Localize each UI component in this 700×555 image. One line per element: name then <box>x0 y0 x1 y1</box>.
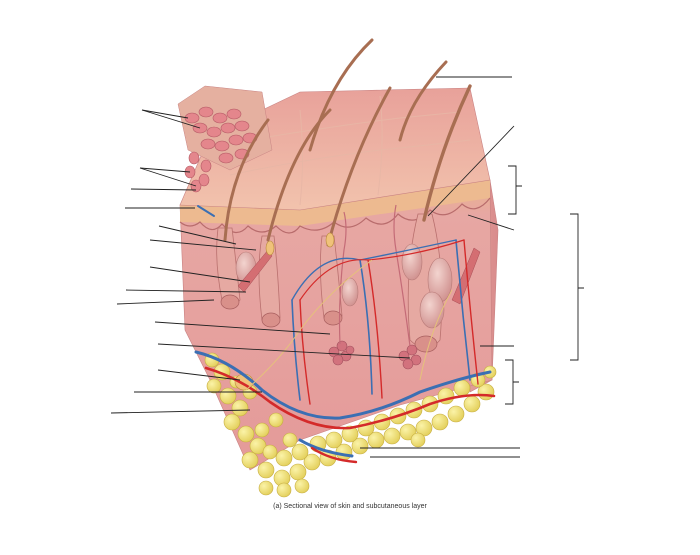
figure-caption: (a) Sectional view of skin and subcutane… <box>273 503 427 510</box>
left-leader-lines <box>110 109 411 414</box>
adipose-tissue <box>204 352 497 498</box>
sebaceous-glands <box>235 243 453 329</box>
bracket-epidermis <box>508 165 522 215</box>
nerves <box>245 259 453 391</box>
hair-shafts <box>223 38 472 247</box>
sweat-glands <box>328 340 422 370</box>
hair-bulbs <box>220 294 438 353</box>
bracket-dermis <box>570 213 584 361</box>
dermal-papillae-flap <box>184 106 258 164</box>
bracket-subcutaneous <box>505 359 519 405</box>
right-brackets <box>505 165 584 405</box>
right-leader-lines <box>360 76 520 458</box>
epidermis-band <box>180 180 490 226</box>
blood-vessels <box>194 205 496 464</box>
